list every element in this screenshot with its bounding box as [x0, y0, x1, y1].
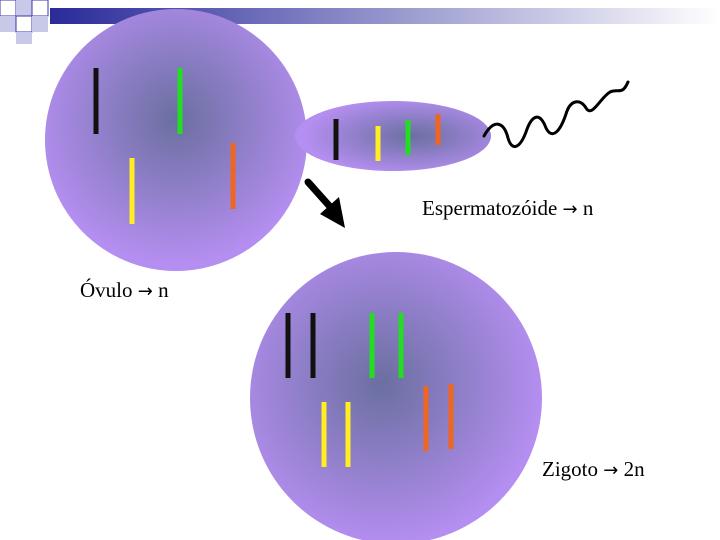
espermatozoide-label: Espermatozóide → n [422, 196, 593, 221]
ovulo-ploidy: n [158, 278, 169, 302]
ovulo-chromosomes [93, 68, 236, 224]
espermatozoide-name: Espermatozóide [422, 196, 558, 220]
ovulo-cell [45, 9, 307, 271]
thick-down-right-arrow-icon [304, 178, 345, 228]
corner-square [16, 32, 32, 44]
corner-square [16, 0, 32, 16]
zigoto-chromosomes [285, 313, 454, 467]
zigoto-ploidy: 2n [623, 457, 645, 481]
espermatozoide-ploidy: n [582, 196, 594, 220]
corner-square [32, 16, 48, 32]
ovulo-label: Óvulo → n [80, 278, 169, 303]
espermatozoide-chromosomes [333, 114, 441, 161]
arrow-head [320, 197, 345, 228]
corner-square [15, 15, 33, 33]
arrow-shaft [304, 178, 337, 214]
wavy-flagellum-icon [482, 80, 630, 148]
corner-square [31, 0, 49, 17]
corner-square [0, 16, 16, 32]
ovulo-name: Óvulo [80, 278, 133, 302]
zigoto-label: Zigoto → 2n [542, 457, 645, 482]
zigoto-cell [250, 252, 542, 540]
right-arrow-icon: → [137, 281, 153, 302]
right-arrow-icon: → [603, 460, 619, 481]
espermatozoide-head [295, 101, 491, 171]
corner-square [0, 0, 17, 17]
zigoto-name: Zigoto [542, 457, 598, 481]
right-arrow-icon: → [562, 199, 578, 220]
